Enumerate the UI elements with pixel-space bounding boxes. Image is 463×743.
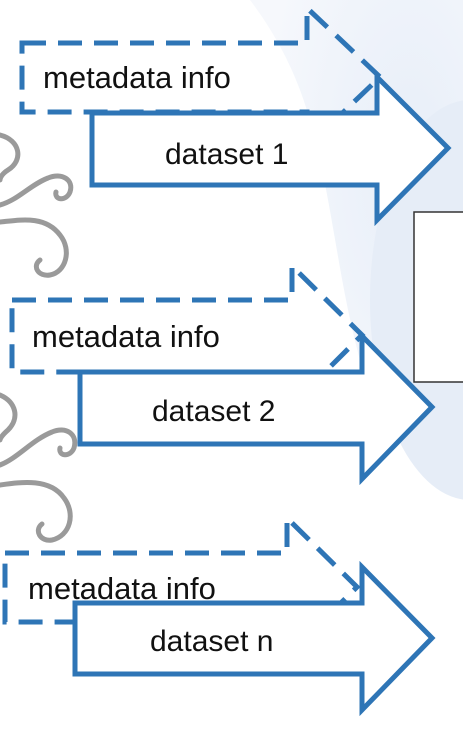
metadata-label: metadata info bbox=[43, 60, 231, 95]
dataset-label: dataset 1 bbox=[165, 138, 288, 171]
dataset-label: dataset 2 bbox=[152, 395, 275, 428]
dataset-label: dataset n bbox=[150, 625, 273, 658]
metadata-label: metadata info bbox=[32, 319, 220, 354]
metadata-arrow bbox=[9, 260, 366, 412]
swirl-icon-bottom bbox=[0, 392, 78, 543]
target-box bbox=[413, 211, 463, 383]
metadata-label: metadata info bbox=[28, 571, 216, 606]
dataset-arrow[interactable] bbox=[77, 329, 436, 486]
dataset-group: metadata info dataset n bbox=[2, 512, 436, 717]
dataset-group: metadata info dataset 1 bbox=[19, 2, 452, 227]
swirl-icon-top bbox=[0, 132, 74, 278]
dataset-arrow[interactable] bbox=[72, 560, 436, 717]
swirl-decorations bbox=[0, 132, 78, 543]
dataset-group: metadata info dataset 2 bbox=[9, 260, 436, 486]
dataset-arrow[interactable] bbox=[89, 70, 452, 227]
